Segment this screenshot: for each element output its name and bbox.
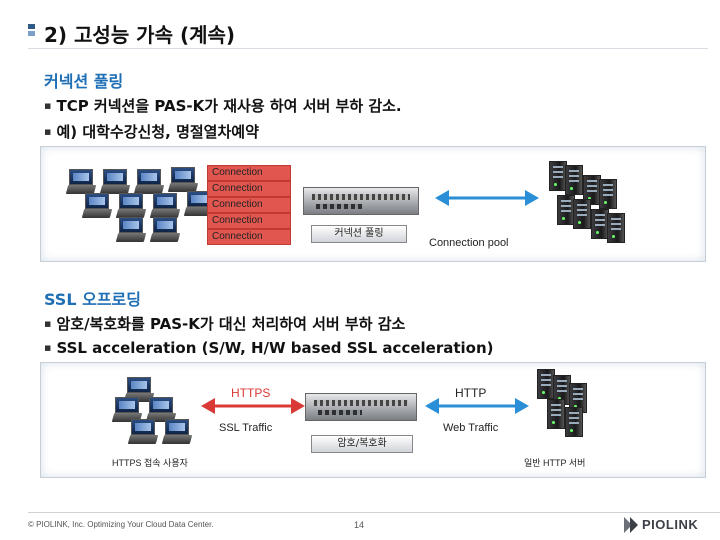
- client-group-icon: [65, 165, 217, 245]
- ssl-traffic-label: SSL Traffic: [219, 422, 273, 434]
- http-label: HTTP: [455, 386, 487, 400]
- connection-box: Connection: [207, 213, 291, 229]
- pas-k-appliance-icon: [303, 187, 419, 215]
- https-arrow-icon: [201, 398, 305, 414]
- web-traffic-label: Web Traffic: [443, 422, 499, 434]
- section1-bullet-2: 예) 대학수강신청, 명절열차예약: [44, 121, 258, 142]
- section1-bullet-1: TCP 커넥션을 PAS-K가 재사용 하여 서버 부하 감소.: [44, 95, 401, 116]
- connection-box: Connection: [207, 165, 291, 181]
- https-label: HTTPS: [231, 386, 271, 400]
- connection-pooling-diagram: Connection Connection Connection Connect…: [40, 146, 706, 262]
- http-server-caption: 일반 HTTP 서버: [524, 458, 586, 468]
- connection-box: Connection: [207, 197, 291, 213]
- title-marker-icon: [28, 24, 35, 38]
- connection-pool-label: Connection pool: [429, 237, 509, 249]
- bidirectional-arrow-icon: [435, 190, 539, 206]
- section1-heading: 커넥션 풀링: [44, 72, 124, 91]
- ssl-offloading-diagram: HTTPS SSL Traffic 암호/복호화 HTTP Web Traffi…: [40, 362, 706, 478]
- http-arrow-icon: [425, 398, 529, 414]
- section2-heading: SSL 오프로딩: [44, 290, 141, 309]
- footer-copyright: © PIOLINK, Inc. Optimizing Your Cloud Da…: [28, 520, 214, 529]
- footer-divider: [28, 512, 720, 513]
- piolink-logo-icon: [624, 517, 638, 533]
- page-number: 14: [354, 520, 365, 530]
- slide-title: 2) 고성능 가속 (계속): [44, 23, 236, 47]
- piolink-logo-text: PIOLINK: [642, 517, 699, 532]
- connection-box: Connection: [207, 181, 291, 197]
- section2-bullet-1: 암호/복호화를 PAS-K가 대신 처리하여 서버 부하 감소: [44, 313, 405, 334]
- server-group-icon: [537, 369, 603, 449]
- connection-box: Connection: [207, 229, 291, 245]
- server-group-icon: [549, 161, 635, 251]
- section2-bullet-2: SSL acceleration (S/W, H/W based SSL acc…: [44, 339, 493, 357]
- pas-k-appliance-icon: [305, 393, 417, 421]
- piolink-logo: PIOLINK: [624, 516, 708, 534]
- https-client-caption: HTTPS 접속 사용자: [112, 458, 188, 468]
- client-group-icon: [111, 377, 213, 449]
- pooling-device-label: 커넥션 풀링: [311, 225, 407, 243]
- ssl-device-label: 암호/복호화: [311, 435, 413, 453]
- title-divider: [28, 48, 708, 49]
